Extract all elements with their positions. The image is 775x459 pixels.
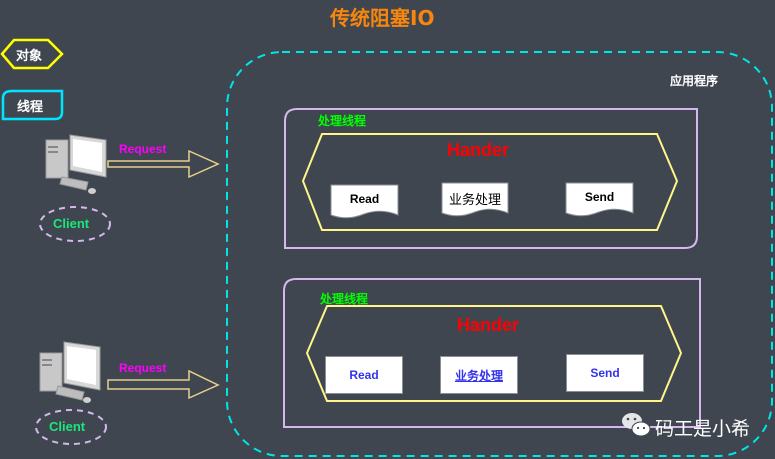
- handler-label-2: Hander: [457, 315, 520, 335]
- watermark-text: 码工是小希: [655, 418, 751, 440]
- computer-icon-1: [45, 134, 107, 194]
- doc-shape-send: [565, 182, 634, 217]
- step-read-2: Read: [349, 368, 379, 382]
- step-business-2: 业务处理: [454, 368, 503, 383]
- request-arrow-2: [107, 369, 220, 400]
- step-box-send-2: Send: [566, 354, 644, 392]
- handler-hexagon-2: [305, 305, 683, 402]
- thread-label-2: 处理线程: [320, 292, 369, 306]
- computer-icon-2: [39, 341, 101, 403]
- handler-label-1: Hander: [447, 140, 510, 160]
- request-label-1: Request: [119, 142, 167, 156]
- legend-thread-box: [1, 89, 64, 121]
- page-title: 传统阻塞IO: [330, 6, 435, 30]
- thread-label-1: 处理线程: [318, 114, 367, 128]
- client-label-2: Client: [49, 419, 86, 434]
- client-label-1: Client: [53, 216, 90, 231]
- thread-box-2: [283, 278, 701, 428]
- step-send-1: Send: [584, 190, 615, 204]
- step-box-business-2: 业务处理: [440, 356, 518, 394]
- step-send-2: Send: [590, 366, 620, 380]
- request-arrow-1: [107, 149, 220, 179]
- legend-object-hexagon: [0, 38, 64, 70]
- wechat-icon: [622, 413, 651, 437]
- doc-shape-read: [330, 184, 399, 219]
- request-label-2: Request: [119, 361, 167, 375]
- client-ellipse-2: [35, 409, 107, 445]
- step-business-1: 业务处理: [448, 192, 501, 207]
- doc-shape-business: [441, 182, 509, 217]
- client-ellipse-1: [39, 206, 111, 242]
- legend-thread-label: 线程: [17, 100, 44, 115]
- application-boundary: [226, 51, 773, 457]
- application-label: 应用程序: [670, 74, 719, 88]
- legend-object-label: 对象: [16, 49, 43, 64]
- thread-box-1: [284, 108, 698, 249]
- step-read-1: Read: [349, 192, 380, 206]
- step-box-read-2: Read: [325, 356, 403, 394]
- handler-hexagon-1: [301, 133, 679, 231]
